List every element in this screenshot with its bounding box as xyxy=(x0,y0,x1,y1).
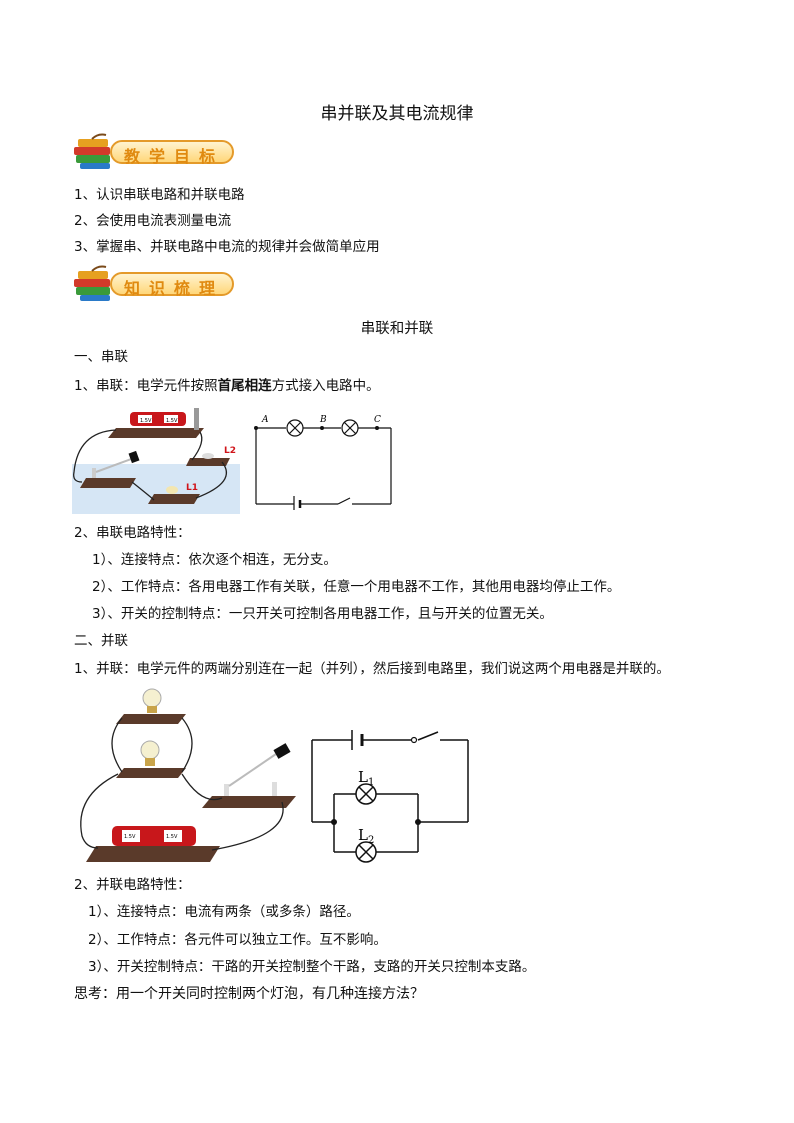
svg-text:L2: L2 xyxy=(224,446,236,456)
goals-banner: 教学目标 xyxy=(72,133,237,171)
parallel-definition: 1、并联：电学元件的两端分别连在一起（并列），然后接到电路里，我们说这两个用电器… xyxy=(74,661,670,677)
parallel-props-heading: 2、并联电路特性： xyxy=(74,877,191,893)
goal-item-1: 1、认识串联电路和并联电路 xyxy=(74,187,245,203)
svg-text:1.5V: 1.5V xyxy=(124,834,136,840)
svg-text:1.5V: 1.5V xyxy=(166,418,178,424)
series-circuit-photo: 1.5V 1.5V L2 L1 xyxy=(72,402,240,514)
goal-item-3: 3、掌握串、并联电路中电流的规律并会做简单应用 xyxy=(74,239,380,255)
series-props-heading: 2、串联电路特性： xyxy=(74,525,191,541)
svg-text:C: C xyxy=(374,415,381,425)
page-title: 串并联及其电流规律 xyxy=(320,104,474,124)
parallel-prop-3: 3）、开关控制特点：干路的开关控制整个干路，支路的开关只控制本支路。 xyxy=(88,959,536,975)
books-icon xyxy=(74,133,110,169)
series-heading: 一、串联 xyxy=(74,349,128,365)
svg-text:L1: L1 xyxy=(186,483,198,493)
svg-text:1.5V: 1.5V xyxy=(166,834,178,840)
series-definition: 1、串联：电学元件按照首尾相连方式接入电路中。 xyxy=(74,378,380,394)
svg-text:A: A xyxy=(261,415,269,425)
parallel-circuit-diagram: L1 L2 xyxy=(311,730,469,863)
series-prop-3: 3）、开关的控制特点：一只开关可控制各用电器工作，且与开关的位置无关。 xyxy=(92,606,553,622)
svg-text:L2: L2 xyxy=(358,826,374,846)
knowledge-banner-bar: 知识梳理 xyxy=(110,272,234,298)
svg-text:B: B xyxy=(319,415,327,425)
series-circuit-diagram: A B C xyxy=(254,415,392,510)
series-prop-2: 2）、工作特点：各用电器工作有关联，任意一个用电器不工作，其他用电器均停止工作。 xyxy=(92,579,621,595)
svg-text:1.5V: 1.5V xyxy=(140,418,152,424)
parallel-prop-1: 1）、连接特点：电流有两条（或多条）路径。 xyxy=(88,904,360,920)
section-subtitle: 串联和并联 xyxy=(360,321,434,337)
think-question: 思考：用一个开关同时控制两个灯泡，有几种连接方法？ xyxy=(74,986,424,1002)
parallel-prop-2: 2）、工作特点：各元件可以独立工作。互不影响。 xyxy=(88,932,387,948)
goal-item-2: 2、会使用电流表测量电流 xyxy=(74,213,232,229)
knowledge-banner: 知识梳理 xyxy=(72,265,237,303)
goals-banner-bar: 教学目标 xyxy=(110,140,234,166)
series-prop-1: 1）、连接特点：依次逐个相连，无分支。 xyxy=(92,552,337,568)
books-icon xyxy=(74,265,110,301)
svg-text:L1: L1 xyxy=(358,768,374,788)
parallel-heading: 二、并联 xyxy=(74,633,128,649)
parallel-circuit-photo: 1.5V 1.5V xyxy=(80,688,296,862)
